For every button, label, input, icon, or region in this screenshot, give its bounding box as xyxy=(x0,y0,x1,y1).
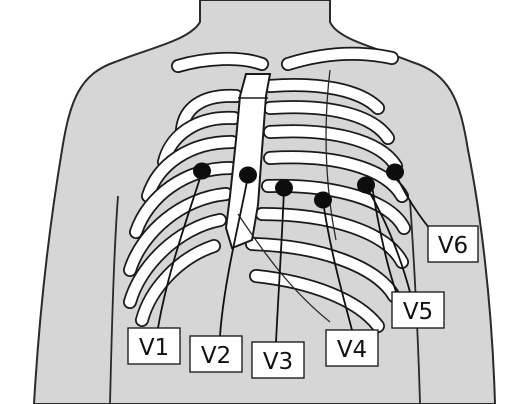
lead-label-v2-box: V2 xyxy=(190,336,242,372)
lead-label-v3: V3 xyxy=(263,349,293,375)
electrode-v3 xyxy=(275,180,293,197)
lead-label-v5: V5 xyxy=(403,299,433,325)
electrode-v4 xyxy=(314,192,332,209)
lead-label-v1: V1 xyxy=(139,335,169,361)
lead-label-v5-box: V5 xyxy=(392,292,444,328)
lead-label-v4-box: V4 xyxy=(326,330,378,366)
lead-label-v4: V4 xyxy=(337,337,367,363)
lead-label-v1-box: V1 xyxy=(128,328,180,364)
lead-label-v6: V6 xyxy=(438,233,468,259)
electrode-v1 xyxy=(193,163,211,180)
lead-label-v2: V2 xyxy=(201,343,231,369)
lead-label-v6-box: V6 xyxy=(428,226,478,262)
electrode-v6 xyxy=(386,164,404,181)
electrode-v5 xyxy=(357,177,375,194)
electrode-v2 xyxy=(239,167,257,184)
lead-label-v3-box: V3 xyxy=(252,342,304,378)
